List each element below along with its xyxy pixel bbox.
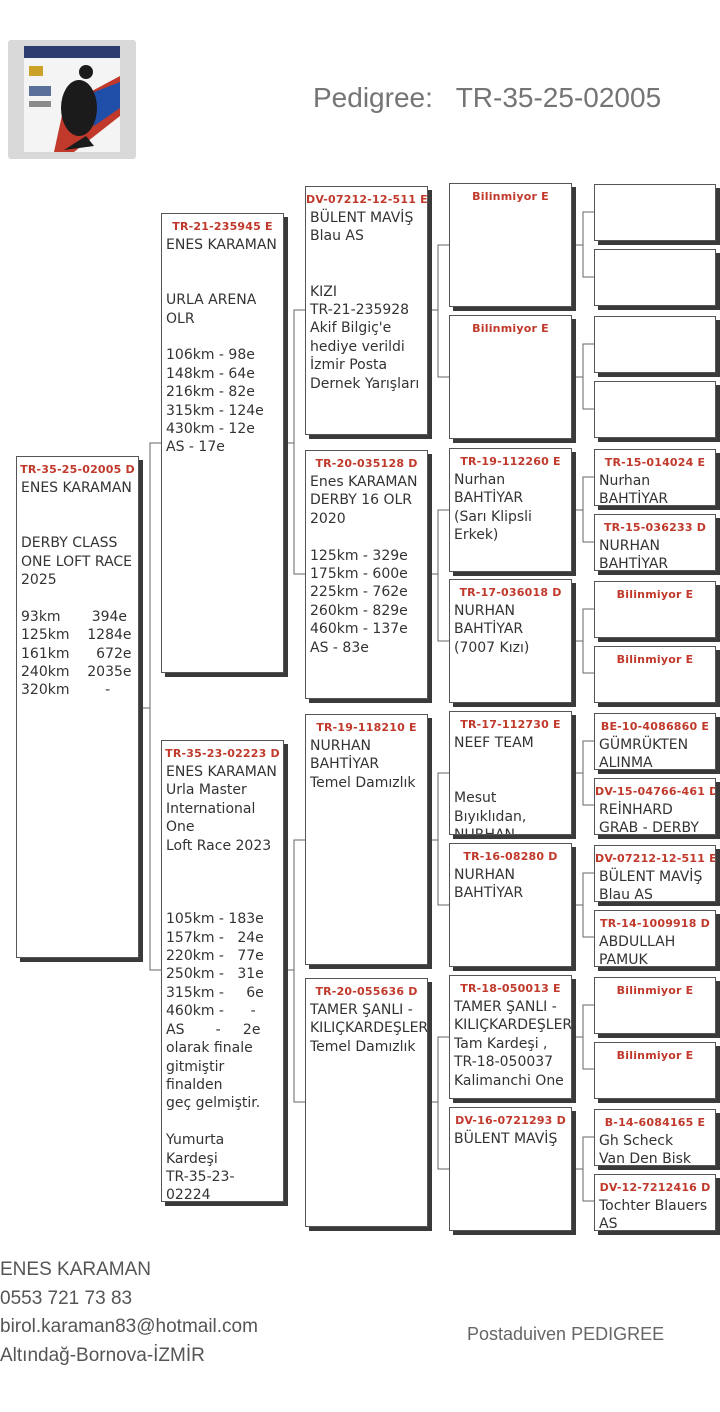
box-details: ENES KARAMAN DERBY CLASS ONE LOFT RACE 2… (21, 480, 133, 699)
ring-number: DV-15-04766-461 D (595, 785, 716, 798)
ring-number: TR-18-050013 E (460, 982, 561, 995)
box-details: TAMER ŞANLI - KILIÇKARDEŞLER Temel Damız… (310, 1002, 428, 1055)
pedigree-box-sire[interactable]: TR-21-235945 E ENES KARAMAN URLA ARENA O… (161, 213, 284, 673)
box-details (595, 1062, 715, 1065)
pigeon-poster-image (24, 46, 120, 152)
ring-number: Bilinmiyor E (616, 588, 694, 601)
box-details (595, 256, 715, 259)
app-brand-label: Postaduiven PEDIGREE (467, 1324, 665, 1344)
ring-number: TR-19-118210 E (316, 721, 417, 734)
pedigree-box-gen3[interactable]: TR-17-112730 E NEEF TEAM Mesut Bıyıklıda… (449, 711, 572, 835)
box-details: BÜLENT MAVİŞ Blau AS KIZI TR-21-235928 A… (310, 210, 420, 392)
pedigree-box-gen4[interactable]: TR-15-014024 E Nurhan BAHTİYAR (Yeni Kan… (594, 449, 716, 506)
ring-number: TR-16-08280 D (463, 850, 558, 863)
ring-number: Bilinmiyor E (616, 984, 694, 997)
box-details: BÜLENT MAVİŞ (454, 1131, 558, 1147)
box-details: Nurhan BAHTİYAR (Sarı Klipsli Erkek) (454, 472, 532, 544)
pedigree-box-gen4[interactable]: Bilinmiyor E (594, 581, 716, 638)
pedigree-box-gen2[interactable]: DV-07212-12-511 E BÜLENT MAVİŞ Blau AS K… (305, 186, 428, 435)
box-details: Tochter Blauers AS (599, 1198, 708, 1231)
ring-number: DV-16-0721293 D (455, 1114, 566, 1127)
ring-number: TR-15-014024 E (604, 456, 706, 469)
pedigree-box-gen3[interactable]: Bilinmiyor E (449, 315, 572, 439)
ring-number: Bilinmiyor E (472, 190, 549, 203)
box-details: Nurhan BAHTİYAR (Yeni Kan ...) (599, 473, 669, 506)
pedigree-box-gen3[interactable]: TR-16-08280 D NURHAN BAHTİYAR (449, 843, 572, 967)
box-details (450, 335, 571, 338)
pedigree-box-gen3[interactable]: TR-19-112260 E Nurhan BAHTİYAR (Sarı Kli… (449, 448, 572, 572)
box-details: Gh Scheck Van Den Bisk (599, 1133, 692, 1166)
pedigree-box-gen3[interactable]: TR-18-050013 E TAMER ŞANLI - KILIÇKARDEŞ… (449, 975, 572, 1099)
pedigree-box-gen4[interactable]: BE-10-4086860 E GÜMRÜKTEN ALINMA (594, 713, 716, 770)
box-details: GÜMRÜKTEN ALINMA (599, 737, 689, 770)
box-details: NEEF TEAM Mesut Bıyıklıdan, NURHAN BAHTİ… (454, 735, 534, 834)
pedigree-box-gen4[interactable] (594, 249, 716, 306)
ring-number: DV-07212-12-511 E (306, 193, 428, 206)
pedigree-box-gen4[interactable]: Bilinmiyor E (594, 1042, 716, 1099)
owner-contact-info: ENES KARAMAN 0553 721 73 83 birol.karama… (0, 1259, 258, 1366)
ring-number: B-14-6084165 E (604, 1116, 706, 1129)
ring-number: TR-17-112730 E (460, 718, 561, 731)
ring-number: TR-21-235945 E (172, 220, 273, 233)
pedigree-box-gen4[interactable] (594, 381, 716, 438)
pedigree-box-gen3[interactable]: Bilinmiyor E (449, 183, 572, 307)
pedigree-box-gen4[interactable] (594, 184, 716, 241)
box-details: TAMER ŞANLI - KILIÇKARDEŞLER Tam Kardeşi… (454, 999, 572, 1089)
pedigree-box-gen3[interactable]: TR-17-036018 D NURHAN BAHTİYAR (7007 Kız… (449, 579, 572, 703)
ring-number: DV-12-7212416 D (599, 1181, 711, 1194)
ring-number: TR-35-25-02005 D (20, 463, 135, 476)
box-details (595, 323, 715, 326)
ring-number: TR-15-036233 D (603, 521, 707, 534)
box-details (595, 191, 715, 194)
ring-number: DV-07212-12-511 E (595, 852, 716, 865)
ring-number: BE-10-4086860 E (600, 720, 710, 733)
ring-number: TR-20-035128 D (315, 457, 418, 470)
box-details: NURHAN BAHTİYAR (454, 867, 524, 902)
ring-number: Bilinmiyor E (616, 1049, 694, 1062)
ring-number: TR-19-112260 E (460, 455, 561, 468)
box-details (595, 997, 715, 1000)
logo (8, 40, 136, 159)
box-details (595, 601, 715, 604)
box-details (595, 666, 715, 669)
pedigree-box-gen4[interactable]: Bilinmiyor E (594, 977, 716, 1034)
box-details: ENES KARAMAN Urla Master International O… (166, 764, 277, 1202)
pedigree-box-gen4[interactable]: B-14-6084165 E Gh Scheck Van Den Bisk (594, 1109, 716, 1166)
pedigree-box-gen4[interactable]: DV-12-7212416 D Tochter Blauers AS (594, 1174, 716, 1231)
box-details: ABDULLAH PAMUK (599, 934, 676, 967)
pedigree-box-gen2[interactable]: TR-19-118210 E NURHAN BAHTİYAR Temel Dam… (305, 714, 428, 965)
pedigree-box-gen4[interactable] (594, 316, 716, 373)
pedigree-box-subject[interactable]: TR-35-25-02005 D ENES KARAMAN DERBY CLAS… (16, 456, 139, 958)
pedigree-box-gen2[interactable]: TR-20-055636 D TAMER ŞANLI - KILIÇKARDEŞ… (305, 978, 428, 1227)
ring-number: TR-20-055636 D (315, 985, 418, 998)
pedigree-box-gen4[interactable]: Bilinmiyor E (594, 646, 716, 703)
pedigree-box-gen3[interactable]: DV-16-0721293 D BÜLENT MAVİŞ (449, 1107, 572, 1231)
box-details (595, 388, 715, 391)
pedigree-box-gen4[interactable]: TR-15-036233 D NURHAN BAHTİYAR (594, 514, 716, 571)
ring-number: Bilinmiyor E (472, 322, 549, 335)
box-details: NURHAN BAHTİYAR Temel Damızlık (310, 738, 416, 791)
page-title: Pedigree: TR-35-25-02005 (313, 82, 662, 113)
ring-number: TR-14-1009918 D (600, 917, 710, 930)
pedigree-box-gen2[interactable]: TR-20-035128 D Enes KARAMAN DERBY 16 OLR… (305, 450, 428, 699)
ring-number: Bilinmiyor E (616, 653, 694, 666)
ring-number: TR-35-23-02223 D (165, 747, 280, 760)
pedigree-box-gen4[interactable]: TR-14-1009918 D ABDULLAH PAMUK (594, 910, 716, 967)
box-details: ENES KARAMAN URLA ARENA OLR 106km - 98e … (166, 237, 277, 456)
ring-number: TR-17-036018 D (459, 586, 562, 599)
box-details: Enes KARAMAN DERBY 16 OLR 2020 125km - 3… (310, 474, 418, 656)
box-details: BÜLENT MAVİŞ Blau AS (599, 869, 703, 902)
box-details: NURHAN BAHTİYAR (599, 538, 669, 571)
box-details: NURHAN BAHTİYAR (7007 Kızı) (454, 603, 530, 656)
pedigree-box-gen4[interactable]: DV-15-04766-461 D REİNHARD GRAB - DERBY (594, 778, 716, 835)
box-details: REİNHARD GRAB - DERBY (599, 802, 699, 835)
pedigree-box-gen4[interactable]: DV-07212-12-511 E BÜLENT MAVİŞ Blau AS (594, 845, 716, 902)
box-details (450, 203, 571, 206)
pedigree-box-dam[interactable]: TR-35-23-02223 D ENES KARAMAN Urla Maste… (161, 740, 284, 1202)
